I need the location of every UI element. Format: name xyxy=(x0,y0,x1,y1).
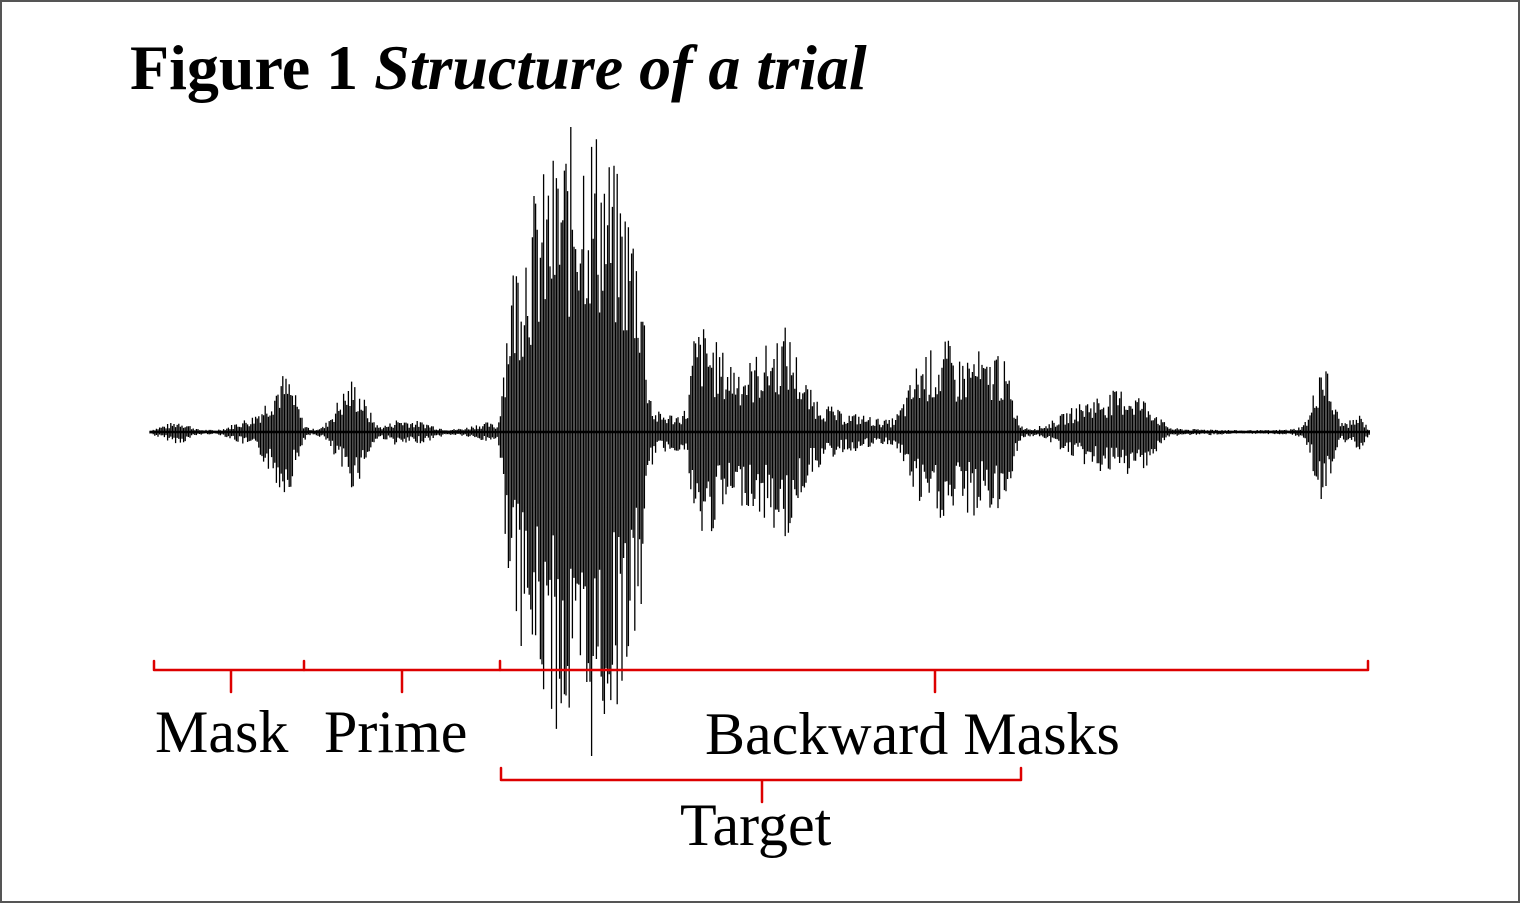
backward-masks-label: Backward Masks xyxy=(705,701,1120,767)
target-label: Target xyxy=(680,792,832,858)
target-bracket xyxy=(499,766,1023,804)
backward-masks-bracket xyxy=(498,659,1370,694)
prime-bracket xyxy=(302,659,502,694)
speech-waveform xyxy=(149,127,1370,756)
mask-label: Mask xyxy=(155,699,288,765)
figure-caption: Structure of a trial xyxy=(374,32,867,103)
mask-bracket xyxy=(152,659,306,694)
figure-title: Figure 1 Structure of a trial xyxy=(130,28,867,108)
prime-label: Prime xyxy=(324,699,467,765)
figure-number: Figure 1 xyxy=(130,32,359,103)
